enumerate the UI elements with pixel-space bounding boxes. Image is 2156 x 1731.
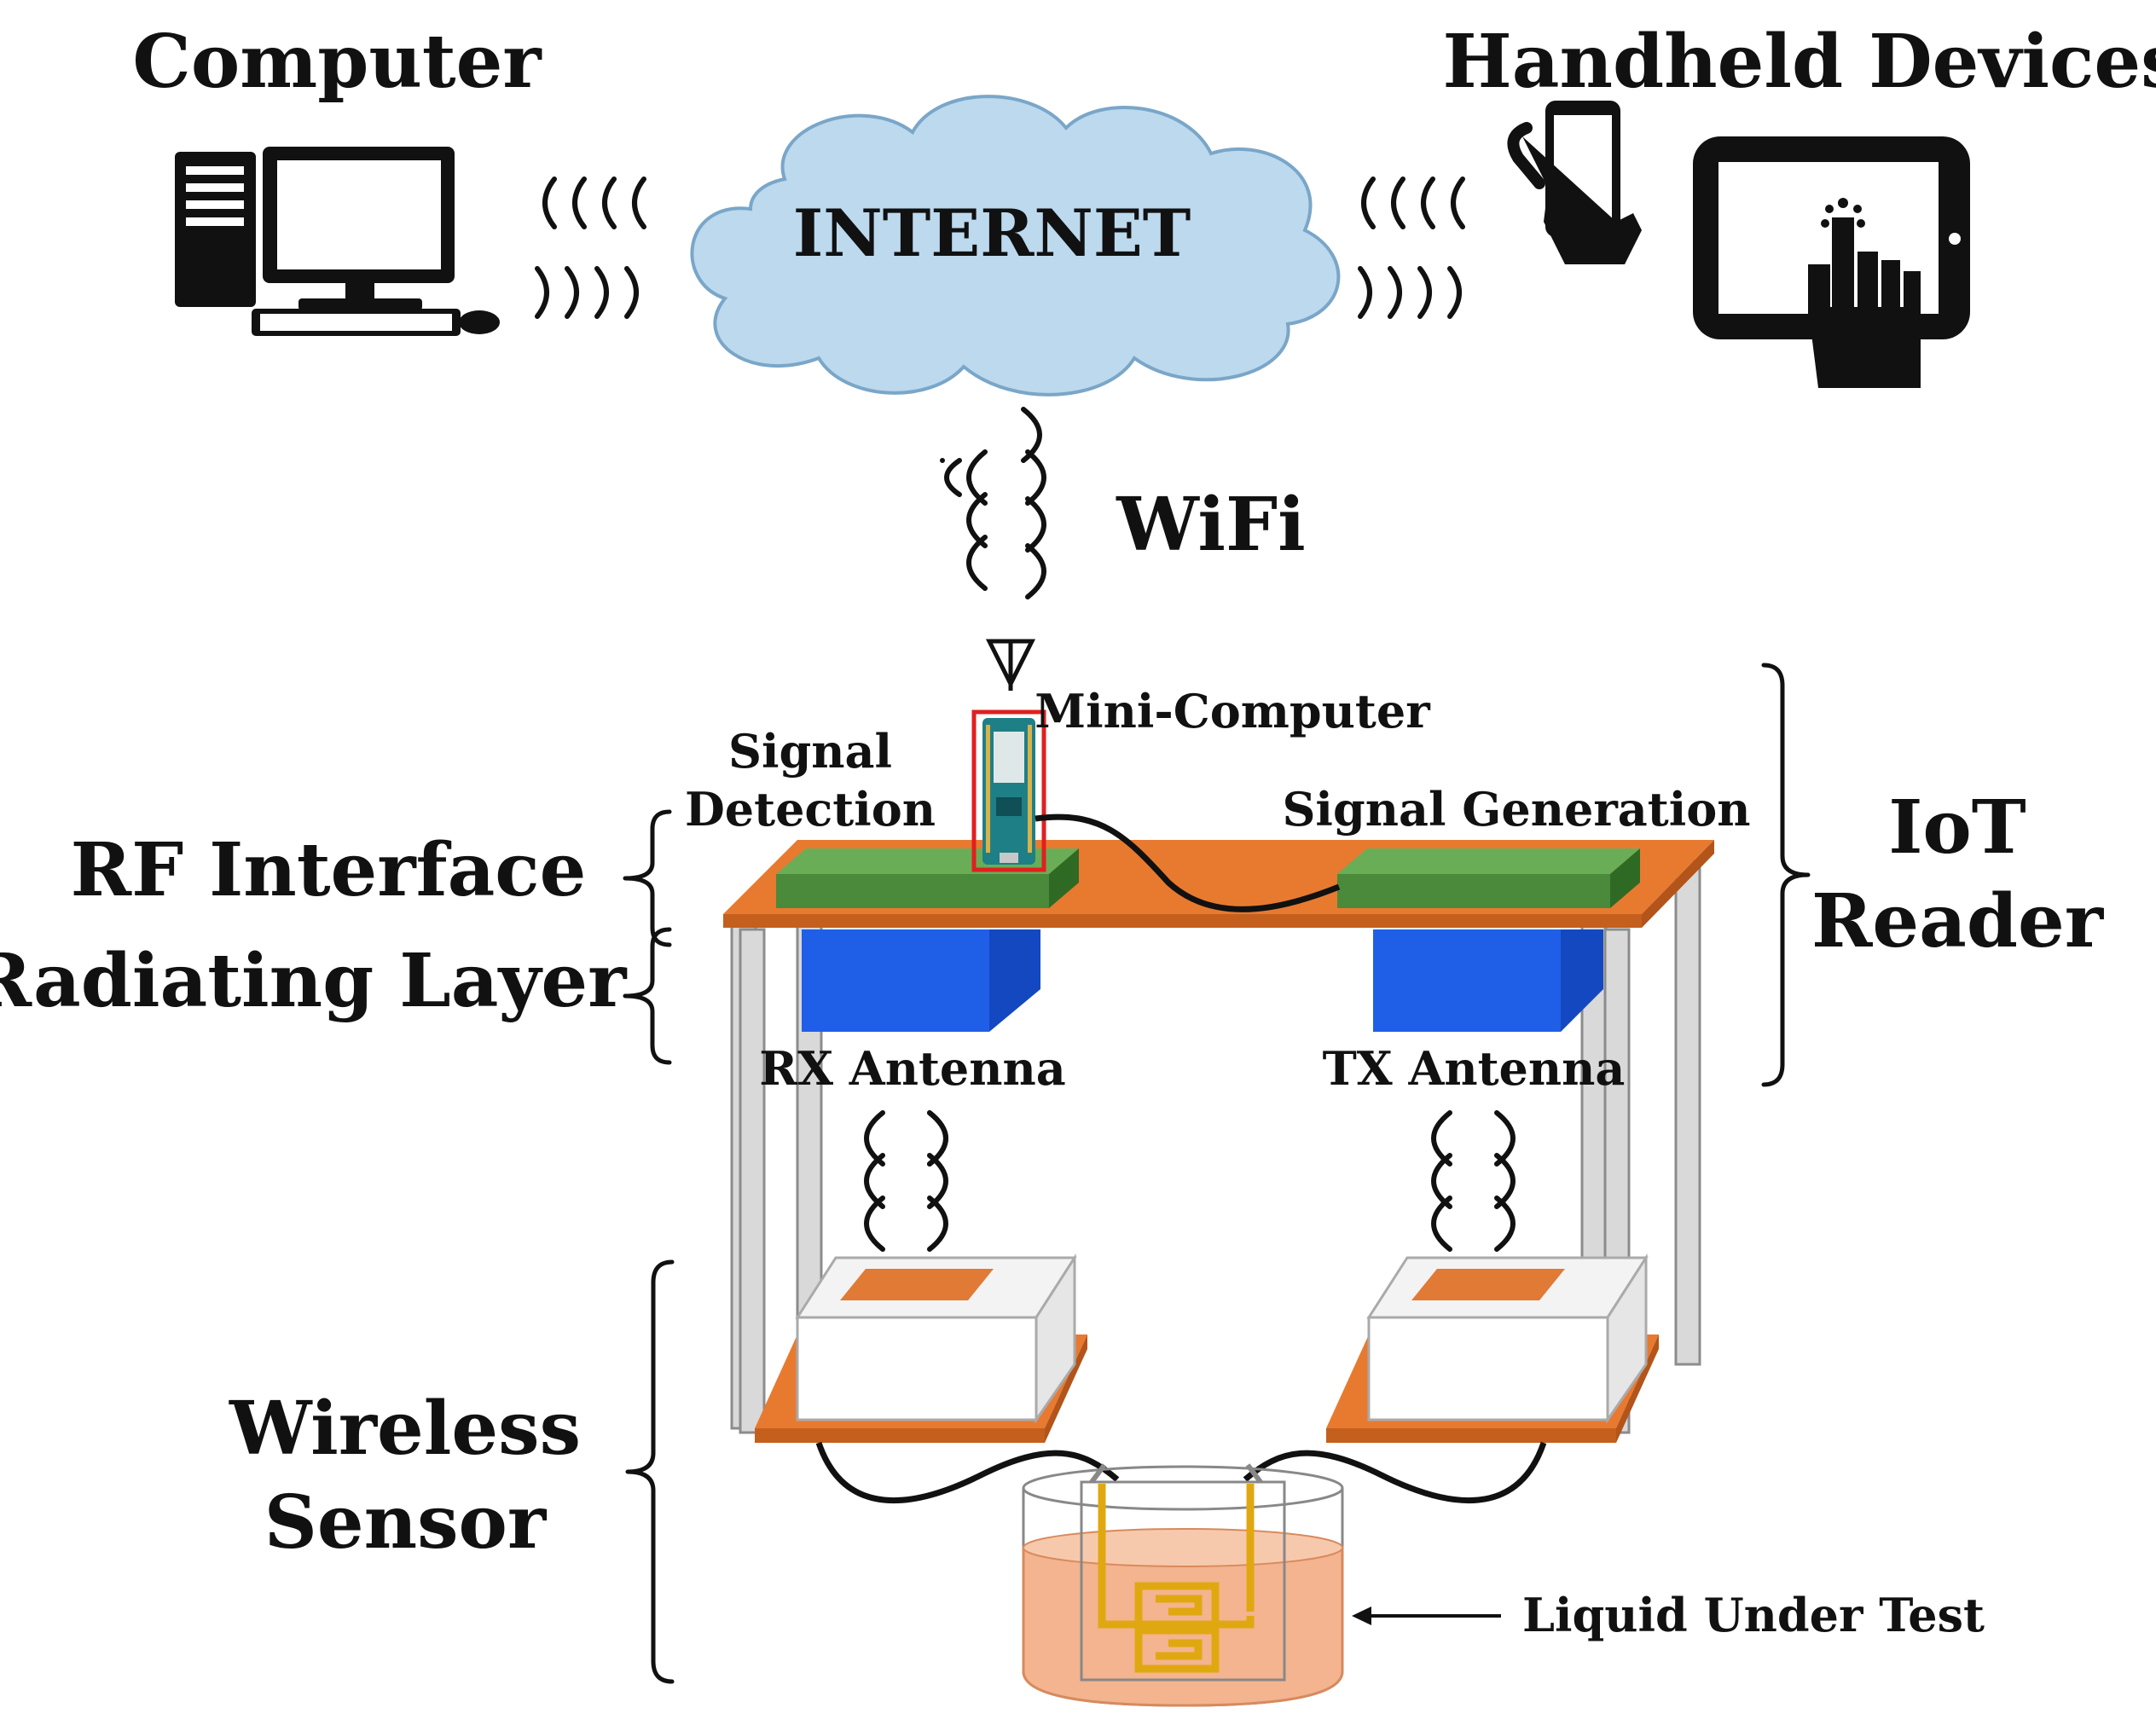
desktop-computer-icon (175, 147, 500, 336)
cable (1243, 1441, 1547, 1503)
tx-antenna (1373, 929, 1603, 1032)
smartphone-hand-icon (1507, 101, 1642, 264)
mini-computer-board (971, 639, 1046, 872)
table-leg (739, 928, 766, 1434)
wifi-label: WiFi (1116, 482, 1305, 568)
handheld-wireless-waves-icon (1358, 177, 1465, 319)
signal-detection-module (776, 848, 1079, 908)
tx-sensor-plate (1326, 1253, 1659, 1443)
iot-reader-label-line1: IoT (1888, 784, 2026, 871)
wireless-sensor-brace (625, 1259, 675, 1684)
rf-interface-label: RF Interface (71, 827, 587, 913)
iot-reader-brace (1761, 663, 1811, 1087)
cable (815, 1441, 1120, 1503)
liquid-arrow (1352, 1607, 1501, 1625)
wireless-sensor-label-line2: Sensor (264, 1479, 548, 1566)
rx-antenna-label: RX Antenna (759, 1041, 1066, 1096)
computer-wireless-waves-icon (535, 177, 646, 319)
probe-connector (1089, 1463, 1263, 1484)
signal-detection-label-line2: Detection (685, 782, 936, 837)
wifi-waves-icon (939, 407, 1046, 599)
iot-reader-label-line2: Reader (1811, 878, 2105, 964)
rx-sensor-plate (755, 1253, 1087, 1443)
signal-generation-module (1337, 848, 1640, 908)
internet-cloud-icon: INTERNET (690, 95, 1341, 397)
sensor-resonator (1098, 1484, 1255, 1673)
tablet-touch-icon (1693, 136, 1970, 388)
internet-label: INTERNET (793, 195, 1191, 271)
tx-signal-waves-icon (1431, 1110, 1516, 1252)
rx-signal-waves-icon (864, 1110, 948, 1252)
signal-detection-label-line1: Signal (728, 724, 892, 779)
table-leg (1674, 860, 1701, 1366)
rf-interface-brace (623, 809, 672, 947)
liquid-under-test-label: Liquid Under Test (1522, 1588, 1985, 1642)
rx-antenna (802, 929, 1040, 1032)
wireless-sensor-label-line1: Wireless (229, 1386, 581, 1472)
signal-generation-label: Signal Generation (1282, 782, 1750, 837)
radiating-layer-label: Radiating Layer (0, 938, 628, 1024)
mini-computer-label: Mini-Computer (1035, 684, 1430, 738)
radiating-layer-brace (623, 927, 672, 1065)
tx-antenna-label: TX Antenna (1323, 1041, 1626, 1096)
cable (1035, 813, 1341, 912)
computer-label: Computer (132, 19, 542, 105)
handheld-devices-label: Handheld Devices (1442, 19, 2156, 105)
